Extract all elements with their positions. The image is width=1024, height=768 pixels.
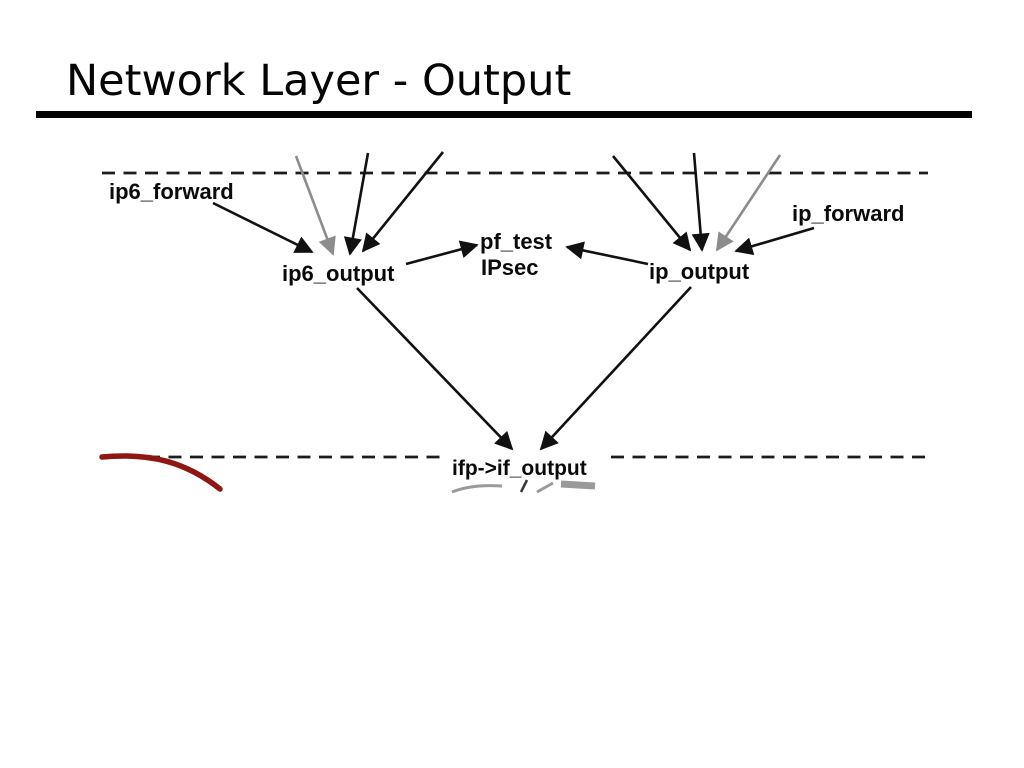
clipped-dark-fragment-mid <box>519 479 529 493</box>
node-ip-forward: ip_forward <box>792 201 905 226</box>
arrow-ip6-forward-to-ip6-output <box>212 201 314 254</box>
arrow-upper-gray-to-ip6-output <box>294 155 336 256</box>
arrow-upper-gray-to-ip-output <box>715 154 782 252</box>
node-ip6-output: ip6_output <box>282 261 395 286</box>
node-ip-output: ip_output <box>649 259 750 284</box>
arrow-ip-output-to-pf-test <box>565 241 649 266</box>
page-title: Network Layer - Output <box>66 56 572 106</box>
node-pf-test: pf_test <box>480 229 553 254</box>
node-ipsec: IPsec <box>481 255 539 280</box>
title-underline <box>36 111 972 118</box>
arrow-ip-output-to-if-output <box>539 286 692 451</box>
clipped-gray-fragment-left <box>451 484 503 494</box>
node-ip6-forward: ip6_forward <box>109 179 234 204</box>
clipped-gray-fragment-mid <box>536 481 554 494</box>
arrow-ip6-output-to-pf-test <box>405 240 479 266</box>
red-annotation-curve <box>99 453 223 492</box>
arrow-upper-to-ip6-output-2 <box>361 151 445 253</box>
arrow-upper-to-ip-output-2 <box>691 152 710 252</box>
arrow-upper-to-ip-output-1 <box>611 155 692 252</box>
node-ifp-if-output: ifp->if_output <box>452 457 587 480</box>
arrow-ip6-output-to-if-output <box>356 287 514 451</box>
arrow-ip-forward-to-ip-output <box>734 226 815 256</box>
clipped-gray-fragment-right <box>560 480 596 490</box>
arrow-upper-to-ip6-output-1 <box>343 152 370 256</box>
